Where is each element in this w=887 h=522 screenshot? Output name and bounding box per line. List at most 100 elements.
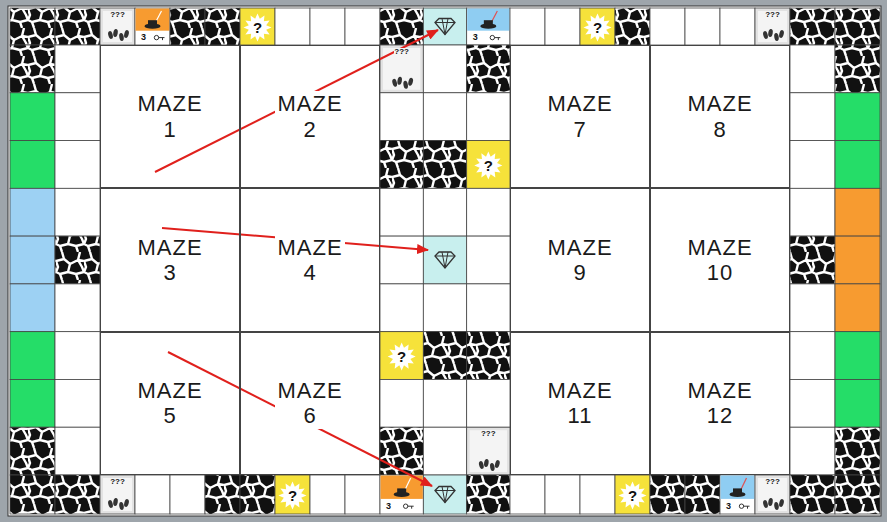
gem-facets: [435, 252, 455, 268]
board-cell: [10, 284, 55, 332]
cell-square: [545, 475, 580, 514]
cell-square: [790, 427, 835, 475]
board-cell: [55, 379, 100, 427]
cell-square: [467, 284, 510, 332]
board-cell: [10, 8, 55, 45]
board-cell: [275, 475, 310, 514]
board-cell: [10, 188, 55, 236]
cell-group: [10, 8, 880, 514]
cell-mark: ?: [240, 8, 275, 45]
board-cell: [380, 284, 423, 332]
cell-square: [790, 379, 835, 427]
board-cell: [55, 236, 100, 284]
board-cell: [835, 188, 880, 236]
maze-ground: [240, 332, 380, 475]
board-cell: [423, 236, 466, 284]
key-shaft: [408, 506, 414, 509]
footprint: [774, 33, 780, 42]
board-cell: [790, 427, 835, 475]
cell-square: [380, 427, 423, 475]
board-cell: [580, 475, 615, 514]
maze-ground: [510, 332, 650, 475]
starburst: [388, 343, 416, 371]
board-cell: [650, 8, 685, 45]
cell-square: [275, 8, 310, 45]
maze-ground: [510, 45, 650, 188]
gem-icon: [435, 252, 455, 268]
maze-title: MAZE 1: [135, 91, 204, 142]
cell-square: [380, 236, 423, 284]
maze-box: MAZE 8: [650, 45, 790, 188]
cell-square: [790, 45, 835, 93]
chance-mark: ?: [593, 20, 602, 35]
cell-square: [135, 475, 170, 514]
key-count: 3: [473, 33, 478, 42]
board-cell: [345, 8, 380, 45]
board-cell: [135, 475, 170, 514]
cell-square: [545, 8, 580, 45]
maze-title: MAZE 4: [275, 235, 344, 286]
maze-ground: [100, 45, 240, 188]
board-cell: [10, 45, 55, 93]
cell-square: [467, 236, 510, 284]
key-bow: [403, 504, 407, 508]
board-cell: [510, 475, 545, 514]
board-cell: [615, 475, 650, 514]
question-marks: ???: [110, 11, 125, 19]
board-cell: [685, 8, 720, 45]
cell-square: [380, 141, 423, 189]
cell-square: [467, 332, 510, 380]
board-cell: [545, 8, 580, 45]
chance-mark: ?: [253, 20, 262, 35]
board-cell: [467, 427, 510, 475]
cell-square: [240, 8, 275, 45]
board-cell: [380, 332, 423, 380]
cell-square: [755, 8, 790, 45]
maze-ground: [650, 188, 790, 331]
board-cell: [755, 8, 790, 45]
key-bow: [490, 35, 494, 39]
cell-square: [790, 236, 835, 284]
key-shaft: [159, 38, 165, 41]
cell-square: [790, 141, 835, 189]
board-cell: [240, 475, 275, 514]
cell-mark: 3: [467, 8, 510, 45]
cell-square: [790, 284, 835, 332]
cell-square: [380, 475, 423, 514]
footprint: [778, 30, 784, 39]
cell-square: [467, 427, 510, 475]
cell-square: [423, 284, 466, 332]
cell-band: [721, 476, 755, 499]
board-cell: [835, 141, 880, 189]
cell-band: [467, 9, 509, 31]
board-cell: [55, 475, 100, 514]
cell-square: [510, 475, 545, 514]
cell-mark: ?: [467, 141, 510, 189]
board-cell: [835, 93, 880, 141]
footprint: [494, 460, 500, 469]
board-cell: [835, 427, 880, 475]
footprint: [762, 31, 768, 40]
board-cell: [467, 284, 510, 332]
board-cell: [10, 141, 55, 189]
board-cell: [240, 8, 275, 45]
board-cell: [720, 475, 755, 514]
cell-square: [835, 8, 880, 45]
cell-mark: ???: [380, 45, 423, 93]
icon-ground: [470, 430, 507, 472]
maze-ground: [100, 188, 240, 331]
cell-band: [136, 9, 170, 31]
board-cell: [615, 8, 650, 45]
cell-square: [55, 188, 100, 236]
board-cell: [467, 141, 510, 189]
footprint: [478, 461, 484, 470]
board-cell: [55, 93, 100, 141]
board-cell: [423, 93, 466, 141]
maze-box: MAZE 6: [240, 332, 380, 475]
cell-square: [467, 93, 510, 141]
cell-square: [423, 45, 466, 93]
footprint: [123, 30, 129, 39]
cell-square: [835, 93, 880, 141]
cell-square: [205, 475, 240, 514]
cell-square: [55, 427, 100, 475]
